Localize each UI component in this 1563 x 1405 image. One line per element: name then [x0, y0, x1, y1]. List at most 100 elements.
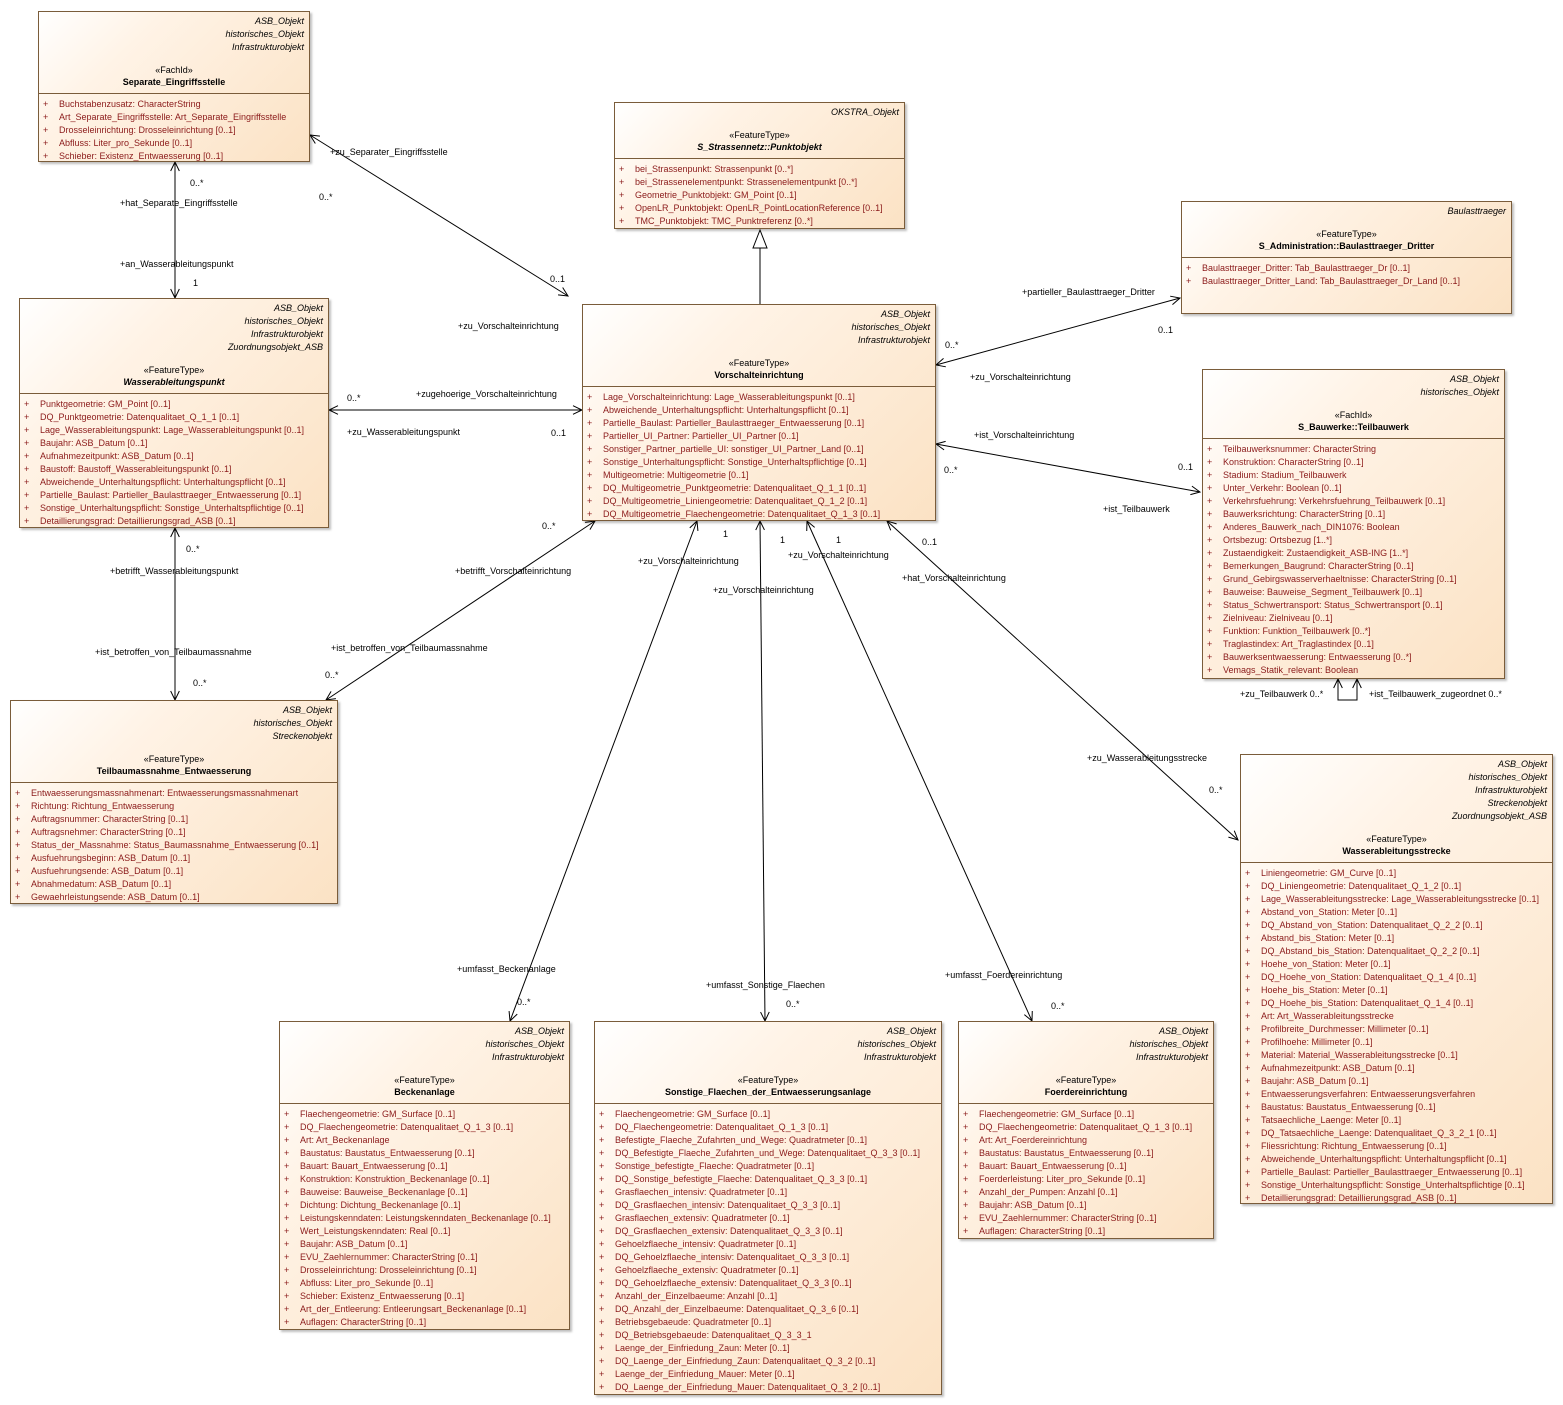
- role-label: +zu_Teilbauwerk 0..*: [1240, 689, 1324, 699]
- attribute-text: Aufnahmezeitpunkt: ASB_Datum [0..1]: [40, 451, 194, 461]
- attribute-row: +DQ_Befestigte_Flaeche_Zufahrten_und_Weg…: [599, 1147, 937, 1160]
- visibility-marker: +: [284, 1239, 290, 1249]
- association-line: [935, 443, 1201, 493]
- attribute-row: +Baujahr: ASB_Datum [0..1]: [284, 1238, 565, 1251]
- visibility-marker: +: [599, 1369, 605, 1379]
- visibility-marker: +: [599, 1122, 605, 1132]
- attribute-text: Detaillierungsgrad: Detaillierungsgrad_A…: [40, 516, 236, 526]
- role-label: +hat_Separate_Eingriffsstelle: [120, 198, 238, 208]
- multiplicity-label: 0..*: [319, 192, 333, 202]
- attribute-row: +Aufnahmezeitpunkt: ASB_Datum [0..1]: [1245, 1062, 1548, 1075]
- visibility-marker: +: [1245, 972, 1251, 982]
- multiplicity-label: 1: [193, 278, 199, 288]
- role-label: +an_Wasserableitungspunkt: [120, 259, 234, 269]
- attribute-row: +DQ_Multigeometrie_Punktgeometrie: Daten…: [587, 482, 931, 495]
- visibility-marker: +: [284, 1252, 290, 1262]
- visibility-marker: +: [24, 451, 30, 461]
- attribute-row: +Drosseleinrichtung: Drosseleinrichtung …: [284, 1264, 565, 1277]
- attribute-text: Zielniveau: Zielniveau [0..1]: [1223, 613, 1333, 623]
- visibility-marker: +: [1245, 1115, 1251, 1125]
- attribute-text: DQ_Flaechengeometrie: Datenqualitaet_Q_1…: [615, 1122, 829, 1132]
- attribute-row: + Laenge_der_Einfriedung_Mauer: Meter [0.…: [599, 1368, 937, 1381]
- visibility-marker: +: [1245, 998, 1251, 1008]
- visibility-marker: +: [599, 1226, 605, 1236]
- attribute-row: +Bauwerksrichtung: CharacterString [0..1…: [1207, 508, 1500, 521]
- visibility-marker: +: [963, 1148, 969, 1158]
- tagged-value: Baulasttraeger: [1447, 206, 1506, 216]
- attribute-text: Art: Art_Foerdereinrichtung: [979, 1135, 1088, 1145]
- attribute-row: +Grasflaechen_extensiv: Quadratmeter [0.…: [599, 1212, 937, 1225]
- multiplicity-label: 0..*: [517, 997, 531, 1007]
- attribute-text: Tatsaechliche_Laenge: Meter [0..1]: [1261, 1115, 1402, 1125]
- attribute-row: +DQ_Laenge_der_Einfriedung_Mauer: Datenq…: [599, 1381, 937, 1394]
- attribute-row: +Partielle_Baulast: Partieller_Baulasttr…: [587, 417, 931, 430]
- visibility-marker: +: [1245, 933, 1251, 943]
- visibility-marker: +: [1245, 1193, 1251, 1203]
- visibility-marker: +: [1245, 1141, 1251, 1151]
- tagged-value: Infrastrukturobjekt: [857, 335, 930, 345]
- role-label: +ist_Teilbauwerk_zugeordnet 0..*: [1369, 689, 1502, 699]
- attribute-text: Abfluss: Liter_pro_Sekunde [0..1]: [59, 138, 193, 148]
- attribute-text: Baulasttraeger_Dritter: Tab_Baulasttraeg…: [1202, 263, 1410, 273]
- visibility-marker: +: [15, 840, 21, 850]
- attribute-row: +Flaechengeometrie: GM_Surface [0..1]: [284, 1108, 565, 1121]
- visibility-marker: +: [587, 405, 593, 415]
- attribute-row: +Abweichende_Unterhaltungspflicht: Unter…: [24, 476, 324, 489]
- attribute-text: Flaechengeometrie: GM_Surface [0..1]: [979, 1109, 1135, 1119]
- attribute-text: Stadium: Stadium_Teilbauwerk: [1223, 470, 1347, 480]
- multiplicity-label: 0..*: [1209, 785, 1223, 795]
- attribute-text: Multigeometrie: Multigeometrie [0..1]: [603, 470, 749, 480]
- visibility-marker: +: [1245, 1076, 1251, 1086]
- attribute-text: Abweichende_Unterhaltungspflicht: Unterh…: [603, 405, 849, 415]
- attribute-text: Baujahr: ASB_Datum [0..1]: [979, 1200, 1087, 1210]
- attribute-text: Laenge_der_Einfriedung_Mauer: Meter [0..…: [615, 1369, 795, 1379]
- association-line: [309, 134, 569, 297]
- role-label: +zu_Separater_Eingriffsstelle: [330, 147, 448, 157]
- attribute-row: +DQ_Sonstige_befestigte_Flaeche: Datenqu…: [599, 1173, 937, 1186]
- tagged-value: Streckenobjekt: [1487, 798, 1547, 808]
- role-label: +zu_Vorschalteinrichtung: [713, 585, 814, 595]
- attribute-text: Konstruktion: Konstruktion_Beckenanlage …: [300, 1174, 490, 1184]
- class-baulasttraeger-dritter[interactable]: Baulasttraeger«FeatureType»S_Administrat…: [1181, 201, 1512, 314]
- visibility-marker: +: [599, 1317, 605, 1327]
- attribute-row: +Foerderleistung: Liter_pro_Sekunde [0..…: [963, 1173, 1209, 1186]
- attribute-text: Flaechengeometrie: GM_Surface [0..1]: [300, 1109, 456, 1119]
- tagged-value: Zuordnungsobjekt_ASB: [1451, 811, 1547, 821]
- visibility-marker: +: [963, 1174, 969, 1184]
- tagged-value: ASB_Objekt: [886, 1026, 936, 1036]
- attribute-row: +Grasflaechen_intensiv: Quadratmeter [0.…: [599, 1186, 937, 1199]
- visibility-marker: +: [1207, 535, 1213, 545]
- attribute-text: Partieller_UI_Partner: Partieller_UI_Par…: [603, 431, 799, 441]
- visibility-marker: +: [599, 1135, 605, 1145]
- tagged-value: Infrastrukturobjekt: [231, 42, 304, 52]
- attribute-text: Liniengeometrie: GM_Curve [0..1]: [1261, 868, 1397, 878]
- visibility-marker: +: [43, 125, 49, 135]
- visibility-marker: +: [1245, 1102, 1251, 1112]
- class-header: Baulasttraeger«FeatureType»S_Administrat…: [1182, 202, 1511, 258]
- attribute-text: Art: Art_Wasserableitungsstrecke: [1261, 1011, 1394, 1021]
- visibility-marker: +: [284, 1226, 290, 1236]
- tagged-value: Zuordnungsobjekt_ASB: [227, 342, 323, 352]
- role-label: +zu_Wasserableitungsstrecke: [1087, 753, 1207, 763]
- attribute-row: +DQ_Hoehe_von_Station: Datenqualitaet_Q_…: [1245, 971, 1548, 984]
- attribute-row: +DQ_Betriebsgebaeude: Datenqualitaet_Q_3…: [599, 1329, 937, 1342]
- visibility-marker: +: [963, 1200, 969, 1210]
- stereotype: «FeatureType»: [143, 754, 205, 764]
- attribute-row: +Auflagen: CharacterString [0..1]: [963, 1225, 1209, 1238]
- attribute-text: Anderes_Bauwerk_nach_DIN1076: Boolean: [1223, 522, 1400, 532]
- class-punktobjekt[interactable]: OKSTRA_Objekt«FeatureType»S_Strassennetz…: [614, 102, 905, 229]
- attribute-text: EVU_Zaehlernummer: CharacterString [0..1…: [979, 1213, 1157, 1223]
